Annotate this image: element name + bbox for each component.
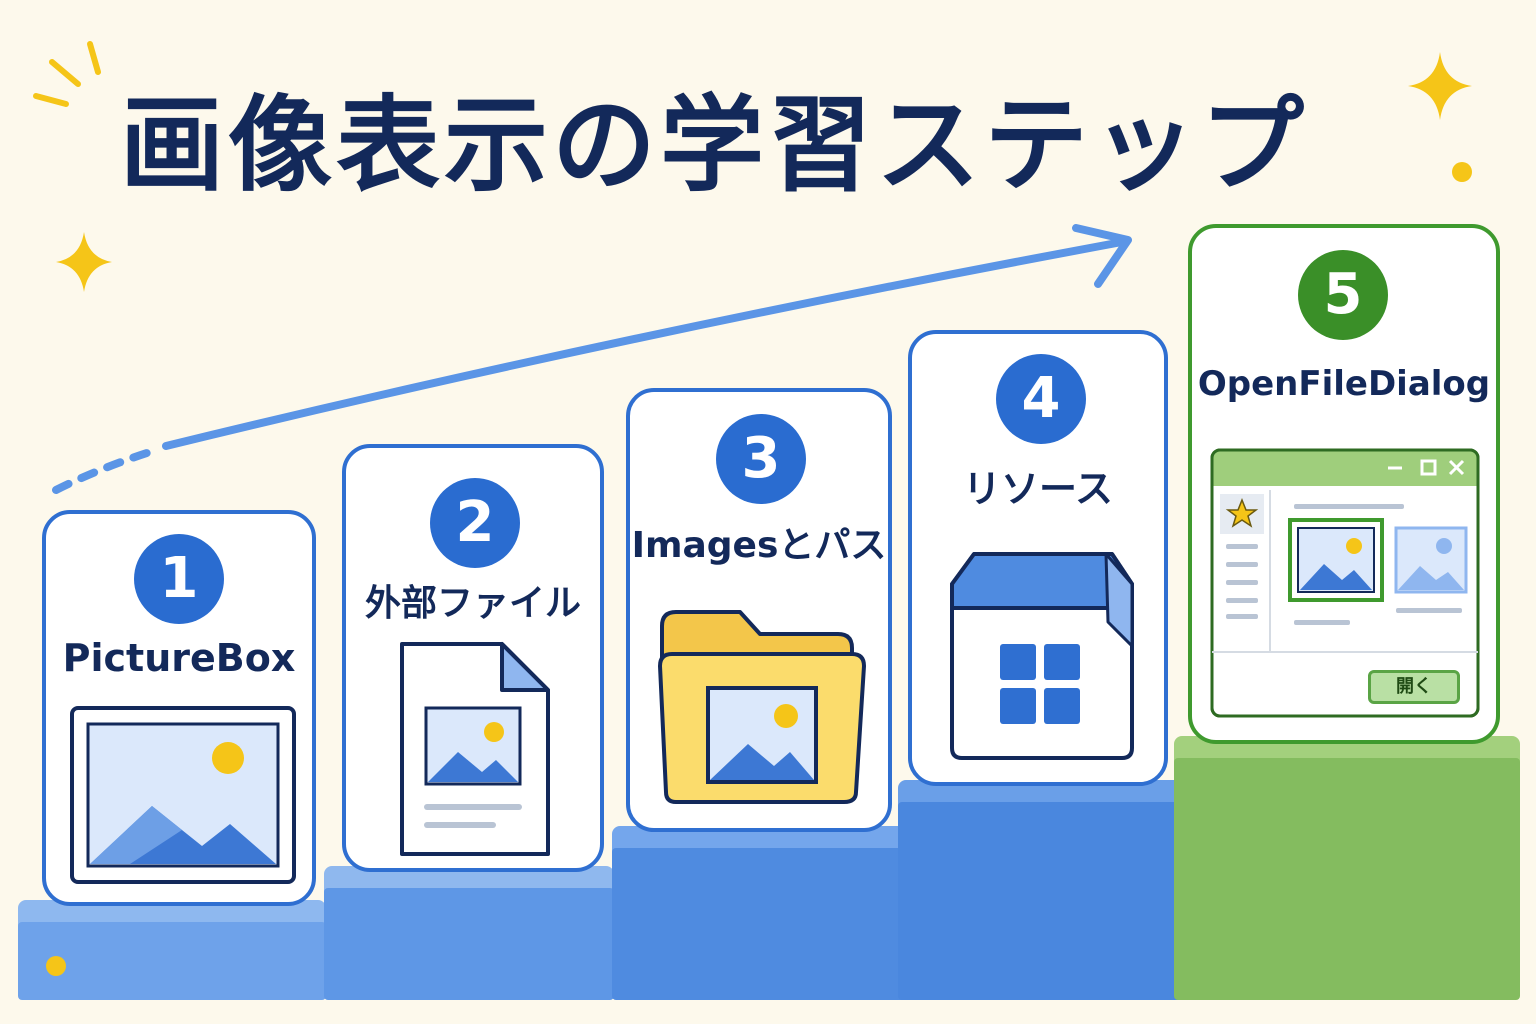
dot-icon <box>46 956 66 976</box>
step-label-5: OpenFileDialog <box>1197 364 1491 404</box>
dot-icon <box>1452 162 1472 182</box>
burst-lines-icon <box>33 41 101 107</box>
stair-block-5 <box>1174 736 1520 1000</box>
open-file-dialog-icon: 開く <box>1210 448 1480 720</box>
progress-arrow-icon <box>52 224 1132 494</box>
step-label-1: PictureBox <box>62 636 296 680</box>
step-card-3: 3 Imagesとパス <box>626 388 892 832</box>
stair-block-4 <box>898 780 1194 1000</box>
step-badge-4: 4 <box>996 354 1086 444</box>
stair-block-2 <box>324 866 614 1000</box>
stair-block-1 <box>18 900 326 1000</box>
step-card-2: 2 外部ファイル <box>342 444 604 872</box>
image-folder-icon <box>658 610 866 804</box>
step-label-3: Imagesとパス <box>631 525 887 566</box>
step-badge-1: 1 <box>134 534 224 624</box>
step-card-5: 5 OpenFileDialog <box>1188 224 1500 744</box>
sparkle-icon <box>1408 52 1472 120</box>
step-card-4: 4 リソース <box>908 330 1168 786</box>
picture-frame-icon <box>70 706 296 884</box>
step-card-1: 1 PictureBox <box>42 510 316 906</box>
step-label-4: リソース <box>962 467 1114 511</box>
page-title: 画像表示の学習ステップ <box>120 84 1309 206</box>
dialog-window <box>1210 448 1480 718</box>
resource-box-icon <box>950 552 1134 760</box>
step-badge-3: 3 <box>716 414 806 504</box>
step-badge-5: 5 <box>1298 250 1388 340</box>
open-button: 開く <box>1368 670 1460 704</box>
stair-block-3 <box>612 826 906 1000</box>
step-badge-2: 2 <box>430 478 520 568</box>
sparkle-icon <box>56 232 112 292</box>
step-label-2: 外部ファイル <box>364 583 581 624</box>
image-file-icon <box>400 642 550 856</box>
